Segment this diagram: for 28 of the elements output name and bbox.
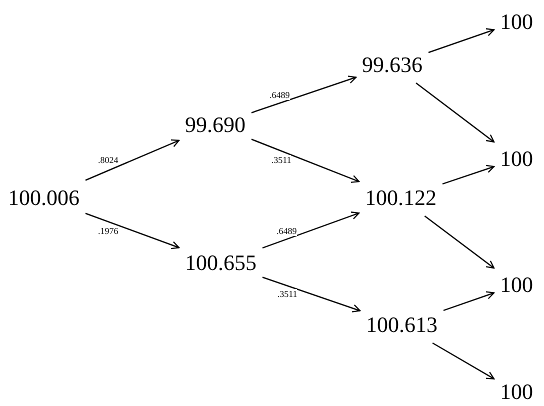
arrow — [424, 215, 495, 269]
arrow — [262, 212, 360, 249]
arrow — [85, 212, 180, 250]
arrow — [251, 76, 357, 114]
arrow — [443, 291, 495, 312]
node-value: 100.122 — [365, 186, 436, 210]
edge-label: .3511 — [277, 289, 298, 299]
node-value: 99.636 — [362, 53, 422, 77]
node-value: 100 — [500, 273, 533, 297]
node-value: 100.006 — [8, 186, 80, 210]
edge-label: .6489 — [270, 90, 290, 100]
edge-label: .3511 — [271, 155, 292, 166]
edge-label: .6489 — [276, 226, 297, 236]
arrow — [85, 139, 180, 181]
node-value: 100.613 — [366, 313, 438, 337]
arrow — [262, 276, 361, 312]
node-value: 99.690 — [185, 113, 246, 137]
edge-label: .1976 — [98, 226, 118, 236]
node-value: 100 — [500, 380, 533, 404]
node-value: 100 — [500, 147, 533, 171]
arrow — [428, 28, 495, 54]
node-value: 100 — [500, 10, 533, 34]
arrow — [251, 138, 360, 183]
node-value: 100.655 — [185, 251, 256, 275]
arrow — [442, 164, 495, 185]
arrow — [432, 342, 495, 380]
arrow — [416, 82, 495, 143]
edge-label: .8024 — [98, 155, 118, 166]
